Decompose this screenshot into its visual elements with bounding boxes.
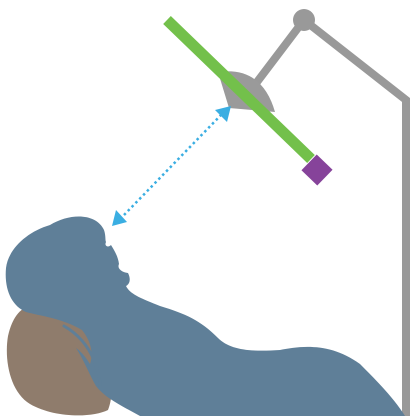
distance-arrowhead-bottom bbox=[112, 210, 127, 226]
lamp-head bbox=[167, 20, 333, 186]
distance-dotted-line bbox=[124, 115, 221, 215]
distance-indicator bbox=[112, 106, 231, 226]
lamp-pivot-joint bbox=[293, 9, 315, 31]
